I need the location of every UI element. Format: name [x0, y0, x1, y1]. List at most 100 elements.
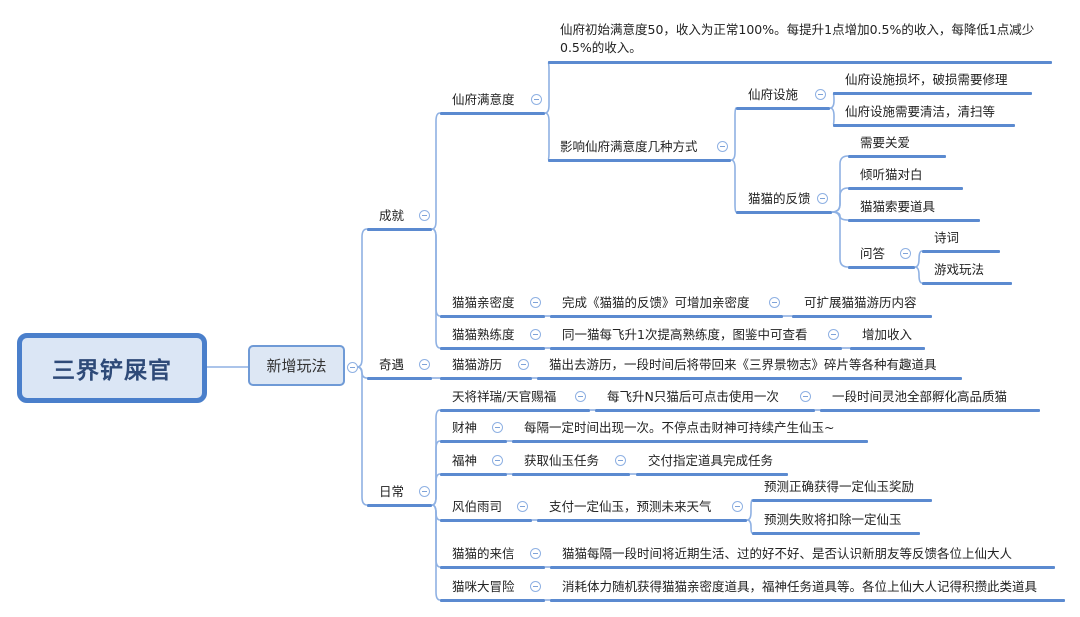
- branch-underline: [848, 155, 946, 158]
- branch-underline: [512, 473, 630, 476]
- node-label[interactable]: 猫猫亲密度: [452, 295, 515, 310]
- connector-line: [831, 187, 849, 213]
- node-label[interactable]: 倾听猫对白: [860, 167, 923, 182]
- connector-line: [431, 112, 441, 230]
- collapse-icon[interactable]: [419, 486, 430, 497]
- node-label[interactable]: 猫猫游历: [452, 357, 503, 372]
- node-label[interactable]: 仙府初始满意度50，收入为正常100%。每提升1点增加0.5%的收入，每降低1点…: [560, 22, 1035, 55]
- branch-underline: [550, 347, 842, 350]
- node-label[interactable]: 预测正确获得一定仙玉奖励: [764, 479, 915, 494]
- collapse-icon[interactable]: [615, 455, 626, 466]
- collapse-icon[interactable]: [815, 89, 826, 100]
- node-label[interactable]: 诗词: [934, 230, 960, 245]
- node-label[interactable]: 财神: [452, 420, 478, 435]
- collapse-icon[interactable]: [530, 297, 541, 308]
- collapse-icon[interactable]: [769, 297, 780, 308]
- node-label[interactable]: 一段时间灵池全部孵化高品质猫: [832, 389, 1008, 404]
- branch-underline: [440, 409, 590, 412]
- connector-line: [431, 504, 441, 601]
- collapse-icon[interactable]: [717, 141, 728, 152]
- node-label[interactable]: 可扩展猫猫游历内容: [804, 295, 917, 310]
- node-label[interactable]: 需要关爱: [860, 135, 911, 150]
- collapse-icon[interactable]: [419, 210, 430, 221]
- branch-underline: [848, 266, 915, 269]
- node-label[interactable]: 仙府设施: [748, 87, 799, 102]
- root-node[interactable]: 三界铲屎官: [17, 333, 207, 403]
- collapse-icon[interactable]: [492, 455, 503, 466]
- node-label[interactable]: 游戏玩法: [934, 262, 985, 277]
- branch-underline: [848, 187, 963, 190]
- collapse-icon[interactable]: [347, 362, 358, 373]
- node-label[interactable]: 获取仙玉任务: [524, 453, 600, 468]
- root-label: 三界铲屎官: [52, 358, 172, 384]
- branch-underline: [850, 347, 925, 350]
- node-label[interactable]: 猫猫熟练度: [452, 327, 515, 342]
- node-label[interactable]: 奇遇: [379, 357, 405, 372]
- collapse-icon[interactable]: [492, 422, 503, 433]
- branch-underline: [752, 532, 920, 535]
- node-label[interactable]: 消耗体力随机获得猫猫亲密度道具，福神任务道具等。各位上仙大人记得积攒此类道具: [562, 579, 1038, 594]
- collapse-icon[interactable]: [517, 501, 528, 512]
- node-label[interactable]: 预测失败将扣除一定仙玉: [764, 512, 902, 527]
- node-label[interactable]: 天将祥瑞/天官赐福: [452, 389, 557, 404]
- branch-underline: [736, 211, 832, 214]
- collapse-icon[interactable]: [530, 548, 541, 559]
- connector-line: [914, 250, 923, 268]
- branch-underline: [367, 228, 432, 231]
- node-label[interactable]: 成就: [379, 208, 405, 223]
- connector-line: [831, 211, 849, 268]
- branch-underline: [922, 282, 1012, 285]
- branch-underline: [548, 61, 1052, 64]
- node-label[interactable]: 仙府满意度: [452, 92, 515, 107]
- node-label[interactable]: 支付一定仙玉，预测未来天气: [549, 499, 712, 514]
- branch-underline: [440, 473, 507, 476]
- connector-line: [829, 107, 835, 126]
- node-label[interactable]: 猫出去游历，一段时间后将带回来《三界景物志》碎片等各种有趣道具: [549, 357, 937, 372]
- collapse-icon[interactable]: [732, 501, 743, 512]
- node-label[interactable]: 风伯雨司: [452, 499, 503, 514]
- collapse-icon[interactable]: [530, 329, 541, 340]
- branch-underline: [440, 440, 507, 443]
- node-label[interactable]: 仙府设施损坏，破损需要修理: [845, 72, 1008, 87]
- topic-node[interactable]: 新增玩法: [248, 345, 345, 386]
- connector-line: [730, 159, 737, 213]
- node-label[interactable]: 猫咪大冒险: [452, 579, 515, 594]
- branch-underline: [548, 159, 731, 162]
- collapse-icon[interactable]: [531, 94, 542, 105]
- topic-label: 新增玩法: [266, 357, 327, 375]
- collapse-icon[interactable]: [817, 193, 828, 204]
- branch-underline: [537, 377, 962, 380]
- node-label[interactable]: 问答: [860, 246, 886, 261]
- collapse-icon[interactable]: [419, 359, 430, 370]
- node-label[interactable]: 影响仙府满意度几种方式: [560, 139, 698, 154]
- connector-line: [730, 107, 737, 161]
- node-label[interactable]: 日常: [379, 484, 405, 499]
- collapse-icon[interactable]: [800, 391, 811, 402]
- branch-underline: [367, 504, 432, 507]
- connector-line: [356, 228, 368, 368]
- connector-line: [544, 61, 550, 114]
- connector-line: [431, 228, 441, 349]
- node-label[interactable]: 交付指定道具完成任务: [648, 453, 774, 468]
- collapse-icon[interactable]: [530, 581, 541, 592]
- node-label[interactable]: 同一猫每飞升1次提高熟练度，图鉴中可查看: [562, 327, 808, 342]
- branch-underline: [440, 377, 532, 380]
- connector-line: [746, 519, 753, 534]
- node-label[interactable]: 增加收入: [862, 327, 913, 342]
- node-label[interactable]: 福神: [452, 453, 478, 468]
- branch-underline: [550, 599, 1065, 602]
- node-label[interactable]: 猫猫索要道具: [860, 199, 936, 214]
- collapse-icon[interactable]: [575, 391, 586, 402]
- collapse-icon[interactable]: [828, 329, 839, 340]
- collapse-icon[interactable]: [518, 359, 529, 370]
- node-label[interactable]: 仙府设施需要清洁，清扫等: [845, 104, 996, 119]
- node-label[interactable]: 每飞升N只猫后可点击使用一次: [607, 389, 779, 404]
- node-label[interactable]: 猫猫的反馈: [748, 191, 811, 206]
- node-label[interactable]: 每隔一定时间出现一次。不停点击财神可持续产生仙玉~: [524, 420, 835, 435]
- node-label[interactable]: 猫猫每隔一段时间将近期生活、过的好不好、是否认识新朋友等反馈各位上仙大人: [562, 546, 1013, 561]
- node-label[interactable]: 猫猫的来信: [452, 546, 515, 561]
- branch-underline: [440, 347, 545, 350]
- node-label[interactable]: 完成《猫猫的反馈》可增加亲密度: [562, 295, 750, 310]
- collapse-icon[interactable]: [900, 248, 911, 259]
